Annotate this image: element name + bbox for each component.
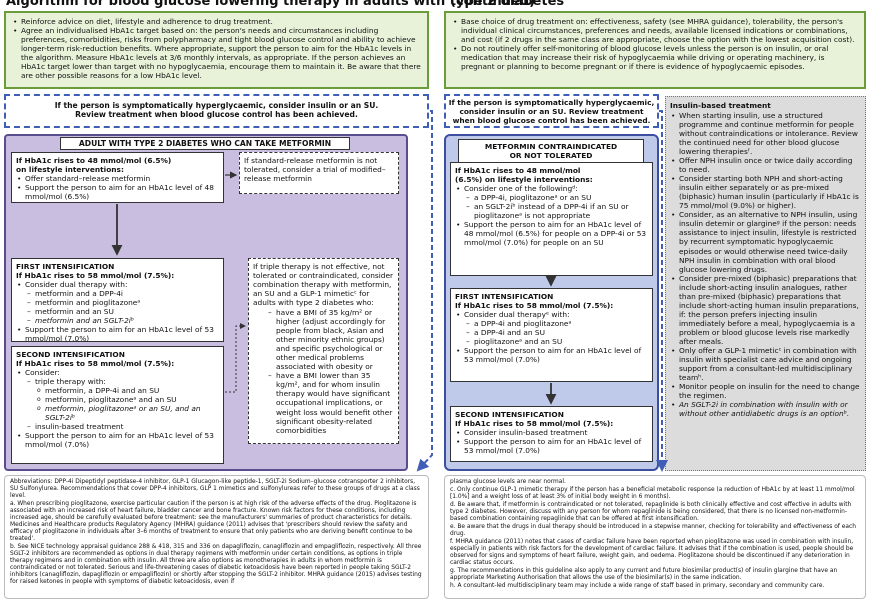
triple-therapy-note: If triple therapy is not effective, not … — [248, 258, 399, 444]
hyperglycaemic-note-right: If the person is symptomatically hypergl… — [444, 94, 659, 128]
list-item: Support the person to aim for an HbA1c l… — [16, 431, 219, 449]
footnote: a. When prescribing pioglitazone, exerci… — [10, 500, 417, 542]
metformin-first-intensification-box: FIRST INTENSIFICATION If HbA1c rises to … — [11, 258, 224, 343]
advice-item: Base choice of drug treatment on: effect… — [452, 17, 858, 44]
modified-release-note: If standard-release metformin is not tol… — [239, 152, 399, 194]
list-item: Offer NPH insulin once or twice daily ac… — [670, 156, 861, 174]
list-item: Monitor people on insulin for the need t… — [670, 382, 861, 400]
metformin-second-intensification-box: SECOND INTENSIFICATION If HbA1c rises to… — [11, 346, 224, 464]
footnote: f. MHRA guidance (2011) notes that cases… — [450, 538, 854, 566]
list-item: metformin and a DPP-4i — [26, 289, 219, 298]
list-item: metformin, a DPP-4i and an SU — [36, 386, 219, 395]
right-title: (continued) — [450, 0, 536, 9]
list-item: a DPP-4i and pioglitazoneᵃ — [465, 319, 648, 328]
footnote: c. Only continue GLP-1 mimetic therapy i… — [450, 486, 855, 500]
drug-choice-box: Base choice of drug treatment on: effect… — [444, 11, 866, 89]
insulin-treatment-panel: Insulin-based treatment When starting in… — [665, 96, 866, 471]
arrow-triple-note — [225, 323, 246, 393]
list-item: metformin and an SU — [26, 307, 219, 316]
insulin-title: Insulin-based treatment — [670, 101, 771, 110]
list-item: Only offer a GLP-1 mimeticᶜ in combinati… — [670, 346, 861, 382]
list-item: metformin, pioglitazoneᵃ or an SU, and a… — [36, 404, 219, 422]
dashed-connector-left — [416, 110, 433, 472]
advice-item: Reinforce advice on diet, lifestyle and … — [12, 17, 421, 26]
list-item: a DPP-4i and an SU — [465, 328, 648, 337]
general-advice-box: Reinforce advice on diet, lifestyle and … — [4, 11, 429, 89]
list-item: an SGLT-2iᵇ instead of a DPP-4i if an SU… — [465, 202, 648, 220]
list-item: Consider insulin-based treatment — [455, 428, 648, 437]
footnotes-left: Abbreviations: DPP-4i Dipeptidyl peptida… — [4, 475, 429, 599]
list-item: Support the person to aim for an HbA1c l… — [16, 183, 219, 201]
footnote: e. Be aware that the drugs in dual thera… — [450, 523, 856, 537]
footnote: d. Be aware that, if metformin is contra… — [450, 501, 852, 522]
footnotes-right: plasma glucose levels are near normal. c… — [444, 475, 866, 599]
list-item: Consider, as an alternative to NPH insul… — [670, 210, 861, 273]
list-item: Support the person to aim for an HbA1c l… — [455, 220, 648, 247]
list-item: When starting insulin, use a structured … — [670, 111, 861, 156]
metformin-initial-box: If HbA1c rises to 48 mmol/mol (6.5%) on … — [11, 152, 224, 203]
footnote: g. The recommendations in this guideline… — [450, 567, 838, 581]
list-item: Support the person to aim for an HbA1c l… — [455, 437, 648, 455]
footnote: Abbreviations: DPP-4i Dipeptidyl peptida… — [10, 479, 420, 499]
footnote: b. See NICE technology appraisal guidanc… — [10, 543, 422, 585]
contra-second-intensification-box: SECOND INTENSIFICATION If HbA1c rises to… — [450, 406, 653, 462]
advice-item: Agree an individualised HbA1c target bas… — [12, 26, 421, 80]
list-item: pioglitazoneᵃ and an SU — [465, 337, 648, 346]
list-item: An SGLT-2i in combination with insulin w… — [670, 400, 861, 418]
list-item: Consider pre-mixed (biphasic) preparatio… — [670, 274, 861, 346]
contra-first-intensification-box: FIRST INTENSIFICATION If HbA1c rises to … — [450, 288, 653, 382]
list-item: metformin and pioglitazoneᵃ — [26, 298, 219, 307]
list-item: Consider starting both NPH and short-act… — [670, 174, 861, 210]
list-item: a DPP-4i, pioglitazoneᵃ or an SU — [465, 193, 648, 202]
list-item: Offer standard–release metformin — [16, 174, 219, 183]
list-item: insulin-based treatment — [26, 422, 219, 431]
footnote: h. A consultant-led multidisciplinary te… — [450, 582, 825, 589]
list-item: metformin, pioglitazoneᵃ and an SU — [36, 395, 219, 404]
list-item: Support the person to aim for an HbA1c l… — [16, 325, 219, 343]
left-title: Algorithm for blood glucose lowering the… — [6, 0, 565, 9]
advice-item: Do not routinely offer self-monitoring o… — [452, 44, 858, 71]
hyperglycaemic-note-left: If the person is symptomatically hypergl… — [4, 94, 429, 128]
footnote: plasma glucose levels are near normal. — [450, 479, 566, 485]
list-item: Support the person to aim for an HbA1c l… — [455, 346, 648, 364]
contra-initial-box: If HbA1c rises to 48 mmol/mol (6.5%) on … — [450, 162, 653, 276]
metformin-header: ADULT WITH TYPE 2 DIABETES WHO CAN TAKE … — [60, 137, 350, 150]
list-item: metformin and an SGLT-2iᵇ — [26, 316, 219, 325]
dashed-connector-right — [656, 110, 668, 472]
